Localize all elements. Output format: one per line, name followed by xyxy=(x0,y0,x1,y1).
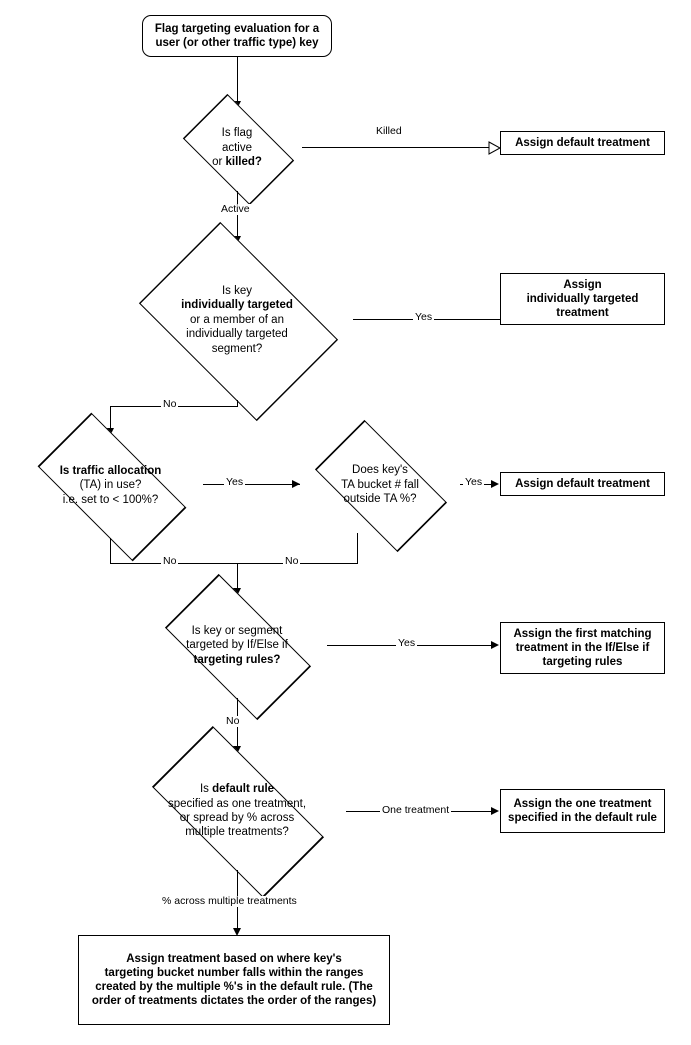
assign-by-ranges-line-1: Assign treatment based on where key's xyxy=(126,952,342,965)
start-line-2: user (or other traffic type) key xyxy=(155,37,319,49)
edge-label-killed: Killed xyxy=(374,125,404,137)
edge-label-ta-yes: Yes xyxy=(224,476,246,488)
node-assign-one-treatment: Assign the one treatment specified in th… xyxy=(500,789,665,833)
assign-individually-line-2: individually targeted xyxy=(526,292,639,305)
assign-one-treatment-line-2: specified in the default rule xyxy=(508,812,657,824)
assign-individually-line-3: treatment xyxy=(556,307,609,319)
arrowhead-ta-yes xyxy=(292,480,300,488)
decision-default-rule-label: Is default rule specified as one treatme… xyxy=(167,783,307,839)
assign-default-2-text: Assign default treatment xyxy=(515,477,650,490)
edge-start-to-active-killed xyxy=(237,57,238,103)
assign-by-ranges-line-2: targeting bucket number falls within the… xyxy=(104,966,364,979)
edge-label-bucket-yes: Yes xyxy=(463,476,485,488)
node-decision-if-else: Is key or segment targeted by If/Else if… xyxy=(147,573,327,720)
node-decision-individually-targeted: Is key individually targeted or a member… xyxy=(121,221,353,421)
edge-label-active: Active xyxy=(219,203,252,215)
edge-label-individually-no: No xyxy=(161,398,179,410)
edge-ta-no-seg1 xyxy=(110,538,111,563)
arrowhead-one-treatment xyxy=(491,807,499,815)
assign-individually-line-1: Assign xyxy=(563,278,602,291)
edge-label-ta-no: No xyxy=(161,555,179,567)
node-assign-default-treatment-2: Assign default treatment xyxy=(500,472,665,496)
edge-individually-no-seg1 xyxy=(237,400,238,407)
node-assign-default-treatment-1: Assign default treatment xyxy=(500,131,665,155)
start-line-1: Flag targeting evaluation for a xyxy=(154,22,320,35)
node-assign-by-ranges: Assign treatment based on where key's ta… xyxy=(78,935,390,1025)
edge-label-ifelse-no: No xyxy=(224,715,242,727)
arrowhead-percent-across xyxy=(232,928,241,936)
decision-traffic-allocation-label: Is traffic allocation (TA) in use? i.e. … xyxy=(59,464,162,506)
arrowhead-bucket-yes xyxy=(491,480,499,488)
edge-bucket-no-seg1 xyxy=(357,533,358,563)
edge-active-line xyxy=(237,191,238,239)
edge-label-bucket-no: No xyxy=(283,555,301,567)
decision-individually-targeted-label: Is key individually targeted or a member… xyxy=(181,285,293,355)
decision-ta-bucket-label: Does key's TA bucket # fall outside TA %… xyxy=(341,464,419,506)
assign-first-matching-line-2: treatment in the If/Else if xyxy=(515,641,650,654)
assign-default-1-text: Assign default treatment xyxy=(515,136,650,149)
node-decision-active-killed: Is flag active or killed? xyxy=(172,93,302,205)
edge-individually-no-seg3 xyxy=(110,406,111,431)
decision-if-else-label: Is key or segment targeted by If/Else if… xyxy=(186,624,288,666)
edge-killed-line xyxy=(302,147,492,148)
assign-first-matching-line-1: Assign the first matching xyxy=(513,627,652,640)
node-decision-default-rule: Is default rule specified as one treatme… xyxy=(128,725,346,899)
node-decision-ta-bucket: Does key's TA bucket # fall outside TA %… xyxy=(300,419,460,553)
decision-active-killed-label: Is flag active or killed? xyxy=(212,127,262,169)
edge-ta-yes-line xyxy=(203,484,300,485)
node-assign-first-matching-treatment: Assign the first matching treatment in t… xyxy=(500,622,665,674)
edge-merge-to-ifelse xyxy=(237,563,238,591)
assign-first-matching-line-3: targeting rules xyxy=(542,656,623,668)
node-decision-traffic-allocation: Is traffic allocation (TA) in use? i.e. … xyxy=(18,412,203,561)
edge-label-one-treatment: One treatment xyxy=(380,804,452,816)
arrowhead-ifelse-yes xyxy=(491,641,499,649)
node-start-terminator: Flag targeting evaluation for a user (or… xyxy=(142,15,332,57)
assign-by-ranges-line-4: order of treatments dictates the order o… xyxy=(91,995,377,1008)
edge-label-percent-across: % across multiple treatments xyxy=(160,895,299,907)
edge-label-ifelse-yes: Yes xyxy=(396,637,418,649)
assign-one-treatment-line-1: Assign the one treatment xyxy=(513,797,652,810)
node-assign-individually-targeted-treatment: Assign individually targeted treatment xyxy=(500,273,665,325)
edge-label-individually-yes: Yes xyxy=(413,311,435,323)
assign-by-ranges-line-3: created by the multiple %'s in the defau… xyxy=(95,981,373,993)
arrowhead-killed-open xyxy=(488,141,502,155)
